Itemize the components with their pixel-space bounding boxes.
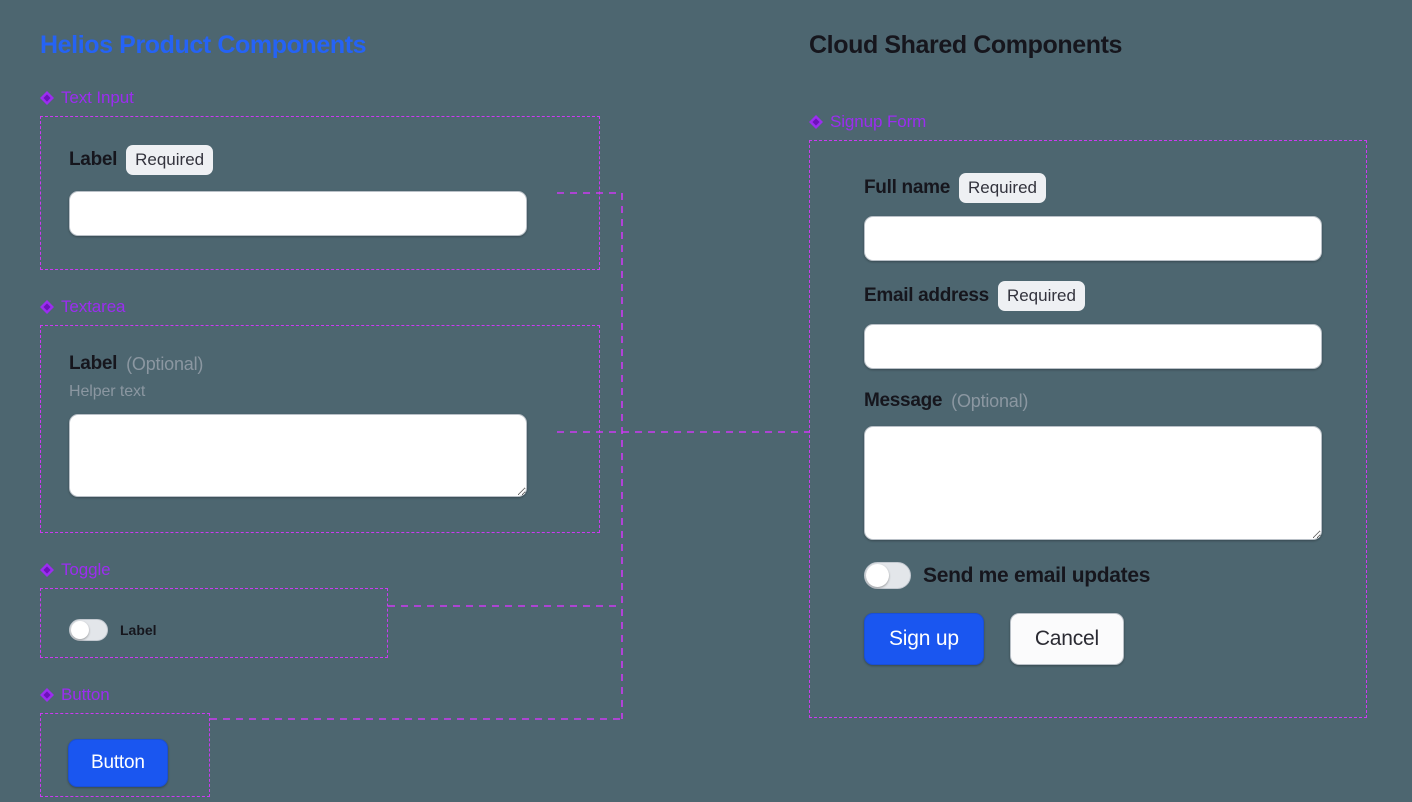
demo-button[interactable]: Button [68, 739, 168, 787]
required-badge: Required [958, 173, 1046, 203]
full-name-label-row: Full name Required [864, 173, 1312, 203]
text-input-label: Label [69, 149, 118, 170]
textarea-helper-text: Helper text [69, 383, 146, 400]
section-name-button: Button [61, 685, 110, 704]
left-column: Helios Product Components Text Input Lab… [40, 28, 600, 797]
diamond-icon [40, 688, 54, 702]
textarea-label: Label [69, 353, 118, 374]
signup-form-actions: Sign up Cancel [864, 613, 1312, 665]
textarea-label-row: Label (Optional) [69, 352, 571, 376]
full-name-input[interactable] [864, 216, 1322, 261]
section-header-textarea: Textarea [40, 297, 600, 317]
section-header-toggle: Toggle [40, 560, 600, 580]
message-label: Message [864, 390, 943, 411]
email-updates-toggle-row: Send me email updates [864, 562, 1312, 589]
message-label-row: Message (Optional) [864, 389, 1312, 413]
component-box-text-input: Label Required [40, 116, 600, 270]
section-name-signup-form: Signup Form [830, 112, 927, 131]
sign-up-button[interactable]: Sign up [864, 613, 984, 665]
left-column-title: Helios Product Components [40, 31, 367, 59]
component-box-textarea: Label (Optional) Helper text [40, 325, 600, 533]
diamond-icon [40, 300, 54, 314]
textarea-field[interactable] [69, 414, 527, 497]
text-input-field[interactable] [69, 191, 527, 236]
section-name-toggle: Toggle [61, 560, 111, 579]
email-label-row: Email address Required [864, 281, 1312, 311]
email-label: Email address [864, 285, 989, 306]
diamond-icon [40, 563, 54, 577]
section-header-signup-form: Signup Form [809, 112, 1369, 132]
email-updates-toggle[interactable] [864, 562, 911, 589]
component-box-button: Button [40, 713, 210, 797]
toggle-row: Label [69, 619, 359, 641]
text-input-label-row: Label Required [69, 145, 571, 175]
message-textarea[interactable] [864, 426, 1322, 540]
full-name-label: Full name [864, 177, 950, 198]
diamond-icon [809, 115, 823, 129]
toggle-knob [866, 564, 889, 587]
optional-tag: (Optional) [951, 390, 1029, 411]
toggle-label: Label [120, 622, 157, 638]
required-badge: Required [997, 281, 1085, 311]
toggle-knob [71, 621, 89, 639]
section-name-text-input: Text Input [61, 88, 134, 107]
right-column: Cloud Shared Components Signup Form Full… [809, 28, 1369, 718]
toggle-switch[interactable] [69, 619, 108, 641]
optional-tag: (Optional) [126, 353, 204, 374]
component-box-toggle: Label [40, 588, 388, 658]
component-box-signup-form: Full name Required Email address Require… [809, 140, 1367, 718]
required-badge: Required [126, 145, 214, 175]
diamond-icon [40, 91, 54, 105]
section-name-textarea: Textarea [61, 297, 126, 316]
email-input[interactable] [864, 324, 1322, 369]
email-updates-label: Send me email updates [923, 563, 1151, 587]
cancel-button[interactable]: Cancel [1009, 613, 1124, 665]
right-column-title: Cloud Shared Components [809, 31, 1123, 59]
section-header-text-input: Text Input [40, 88, 600, 108]
section-header-button: Button [40, 685, 600, 705]
